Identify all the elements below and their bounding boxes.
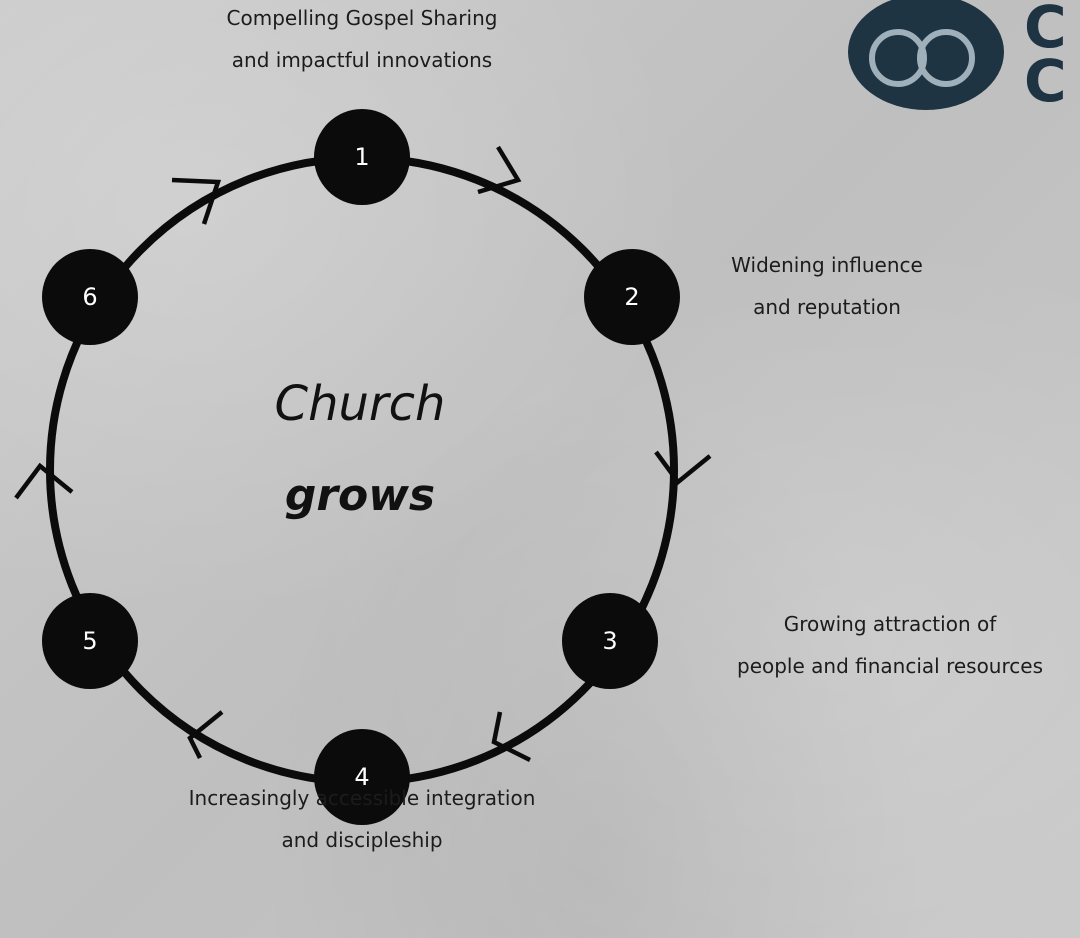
node-2: 2 [584, 249, 680, 345]
arrow-1-to-2 [477, 145, 522, 195]
logo-mark-icon [848, 0, 1004, 110]
node-5: 5 [42, 593, 138, 689]
arrow-4-to-5 [187, 710, 224, 760]
arrow-6-to-1 [171, 177, 222, 225]
node-3-label-line2: people and financial resources [737, 654, 1043, 678]
node-6-number: 6 [82, 283, 97, 311]
node-2-label: Widening influence and reputation [697, 244, 957, 328]
arrow-5-to-6 [14, 462, 74, 500]
node-4-label-line2: and discipleship [281, 828, 443, 852]
node-4-number: 4 [354, 763, 369, 791]
arrow-2-to-3 [654, 450, 712, 486]
center-title-line2: grows [284, 470, 436, 521]
center-title-line1: Church [274, 376, 446, 432]
node-4-label-line1: Increasingly accessible integration [188, 786, 536, 810]
node-1-number: 1 [354, 143, 369, 171]
node-3-number: 3 [602, 627, 617, 655]
node-2-label-line2: and reputation [753, 295, 901, 319]
node-1-label-line1: Compelling Gospel Sharing [226, 6, 498, 30]
node-3-label: Growing attraction of people and financi… [704, 603, 1076, 687]
logo-letter-1: C [1024, 0, 1067, 61]
node-4-label: Increasingly accessible integration and … [142, 777, 582, 861]
node-3-label-line1: Growing attraction of [783, 612, 997, 636]
node-6: 6 [42, 249, 138, 345]
node-4: 4 [314, 729, 410, 825]
logo-letter-2: C [1024, 47, 1067, 115]
node-1-label-line2: and impactful innovations [231, 48, 493, 72]
node-1-label: Compelling Gospel Sharing and impactful … [172, 0, 552, 81]
node-3: 3 [562, 593, 658, 689]
node-2-number: 2 [624, 283, 639, 311]
arrow-3-to-4 [491, 711, 532, 763]
church-logo: C C [846, 0, 1080, 120]
node-1: 1 [314, 109, 410, 205]
node-5-number: 5 [82, 627, 97, 655]
node-2-label-line1: Widening influence [731, 253, 923, 277]
